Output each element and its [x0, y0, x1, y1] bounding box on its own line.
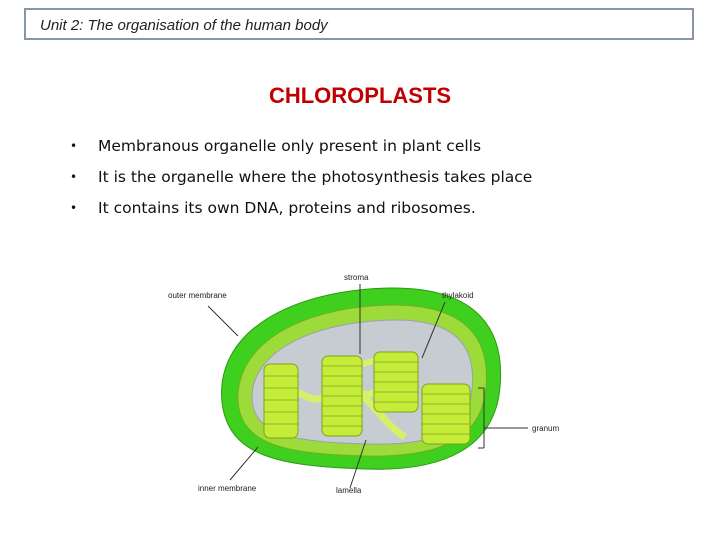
header-box: Unit 2: The organisation of the human bo… — [24, 8, 694, 40]
bullet-icon: • — [70, 201, 78, 215]
granum-stack — [321, 355, 363, 437]
bullet-icon: • — [70, 170, 78, 184]
chloroplast-diagram: stroma thylakoid outer membrane inner me… — [168, 273, 559, 495]
bullet-icon: • — [70, 139, 78, 153]
stroma-label: stroma — [344, 273, 369, 282]
bullet-item: • It is the organelle where the photosynt… — [70, 165, 532, 196]
thylakoid-label: thylakoid — [442, 291, 474, 300]
inner-membrane-label: inner membrane — [198, 484, 257, 493]
lamella-label: lamella — [336, 486, 362, 495]
bullet-text: Membranous organelle only present in pla… — [98, 137, 482, 155]
granum-stack — [373, 351, 419, 413]
bullet-text: It is the organelle where the photosynth… — [98, 168, 533, 186]
bullet-list: • Membranous organelle only present in pl… — [70, 134, 532, 227]
bullet-item: • Membranous organelle only present in pl… — [70, 134, 532, 165]
outer-membrane-label: outer membrane — [168, 291, 227, 300]
granum-stack — [263, 363, 299, 439]
bullet-item: • It contains its own DNA, proteins and r… — [70, 196, 532, 227]
granum-stack — [421, 383, 471, 445]
page-title: CHLOROPLASTS — [268, 83, 452, 108]
granum-label: granum — [532, 424, 559, 433]
bullet-text: It contains its own DNA, proteins and ri… — [98, 199, 476, 217]
header-text: Unit 2: The organisation of the human bo… — [40, 17, 328, 34]
